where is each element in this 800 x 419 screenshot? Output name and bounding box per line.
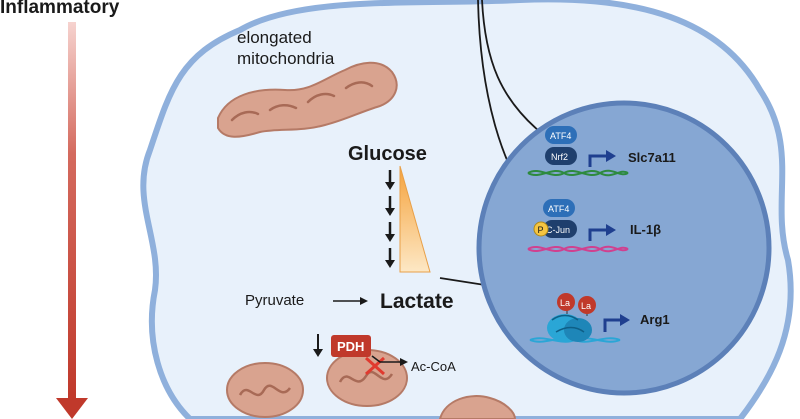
pdh-box	[331, 335, 371, 357]
arrow-down-icon	[385, 196, 395, 216]
inhibition-x-icon	[365, 356, 385, 376]
lactate-label: Lactate	[380, 290, 454, 313]
mito-label-line1: elongated	[237, 28, 312, 47]
mito-label-line2: mitochondria	[237, 49, 335, 68]
pdh-downregulation-arrow	[313, 334, 323, 357]
gene-il1b: ATF4 C-Jun P IL-1β	[527, 199, 661, 253]
svg-text:Nrf2: Nrf2	[551, 152, 568, 162]
glucose-label: Glucose	[348, 143, 427, 165]
gene-arrow-icon	[588, 150, 616, 167]
target-il1b: IL-1β	[630, 222, 661, 237]
nucleosome-icon	[547, 314, 592, 342]
gene-arrow-icon	[603, 314, 630, 332]
svg-text:La: La	[581, 301, 591, 311]
phospho-badge	[533, 221, 549, 237]
gene-arrow-icon	[588, 224, 616, 241]
gene-arg1: La La Arg1	[529, 293, 670, 343]
acetyl-coa-label: Ac-CoA	[411, 359, 456, 374]
arrow-down-icon	[385, 170, 395, 190]
mitochondrion-1	[226, 362, 304, 418]
mitochondrion-2	[326, 349, 408, 407]
arrow-right-icon	[371, 355, 408, 366]
signal-arrow-1	[481, 0, 546, 137]
tf-atf4	[545, 126, 577, 144]
tf-cjun	[543, 220, 577, 238]
arrow-right-icon	[333, 297, 368, 305]
pyruvate-label: Pyruvate	[245, 292, 304, 309]
inflammatory-arrow	[56, 22, 88, 419]
dna-icon	[527, 169, 629, 177]
lactyl-mark	[557, 293, 575, 311]
svg-text:C-Jun: C-Jun	[546, 225, 570, 235]
arrow-down-icon	[385, 222, 395, 242]
side-label: Inflammatory	[0, 0, 120, 18]
mitochondrion-3	[438, 395, 517, 419]
glycolytic-flux-wedge	[399, 165, 431, 273]
pdh-label: PDH	[337, 339, 364, 354]
arrow-down-icon	[385, 248, 395, 268]
tf-nrf2	[545, 147, 577, 165]
gene-slc7a11: ATF4 Nrf2 Slc7a11	[527, 126, 676, 177]
svg-text:P: P	[538, 225, 544, 235]
svg-text:ATF4: ATF4	[548, 204, 569, 214]
target-arg1: Arg1	[640, 312, 670, 327]
tf-atf4	[543, 199, 575, 217]
glycolysis-arrows	[385, 170, 395, 268]
elongated-mitochondrion	[217, 61, 398, 138]
lactyl-mark	[578, 296, 596, 314]
dna-icon	[527, 245, 629, 253]
target-slc7a11: Slc7a11	[628, 150, 676, 165]
svg-text:ATF4: ATF4	[550, 131, 571, 141]
svg-text:La: La	[560, 298, 570, 308]
